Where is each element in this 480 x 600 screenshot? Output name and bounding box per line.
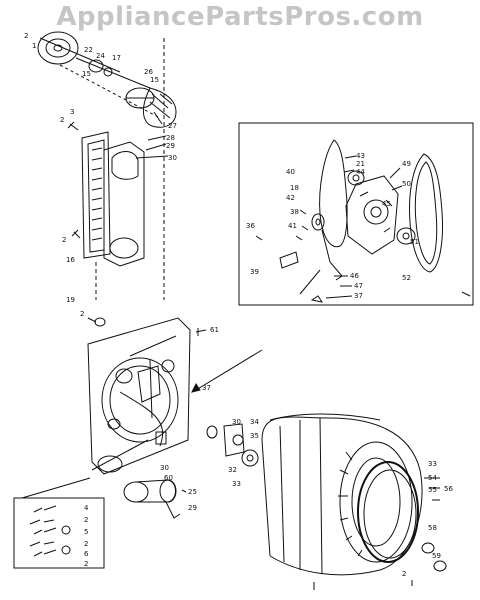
callout: 43 (356, 152, 365, 160)
screw-kit[interactable] (29, 505, 71, 557)
callout: 47 (354, 282, 363, 290)
wire (119, 391, 164, 447)
callout: 61 (210, 326, 219, 334)
arrow-line (195, 349, 263, 391)
callout: 2 (24, 32, 28, 40)
leader-line (59, 64, 161, 119)
leader-line (325, 295, 353, 299)
callout: 25 (188, 488, 197, 496)
leader-line (344, 155, 357, 159)
callout: 18 (290, 184, 299, 192)
callout: 58 (428, 524, 437, 532)
front-roller[interactable] (421, 542, 447, 572)
callout: 4 (84, 504, 89, 512)
callout: 36 (246, 222, 255, 230)
callout: 6 (84, 550, 89, 558)
callout: 21 (356, 160, 365, 168)
motor-inset-frame (238, 122, 474, 306)
callout: 15 (82, 70, 91, 78)
callout: 2 (84, 540, 88, 548)
leader-line (21, 477, 91, 499)
seal-ring[interactable] (94, 317, 106, 327)
callout: 33 (428, 460, 437, 468)
callout: 1 (32, 42, 36, 50)
callout: 28 (166, 134, 175, 142)
callout: 27 (168, 122, 177, 130)
pulley[interactable] (347, 170, 416, 245)
drive-belt[interactable] (409, 153, 443, 273)
leader-line (343, 169, 355, 173)
leader-line (91, 439, 149, 471)
callout: 39 (250, 268, 259, 276)
heater-can[interactable] (123, 479, 181, 519)
arrow-head (191, 383, 201, 393)
callout: 46 (350, 272, 359, 280)
leader-line (389, 167, 401, 179)
callout: 15 (150, 76, 159, 84)
callout: 3 (70, 108, 74, 116)
callout: 34 (250, 418, 259, 426)
callout: 42 (286, 194, 295, 202)
callout: 60 (164, 474, 173, 482)
callout: 24 (96, 52, 105, 60)
callout: 2 (402, 570, 406, 578)
callout: 2 (60, 116, 64, 124)
callout: 40 (286, 168, 295, 176)
dryer-drum[interactable] (261, 413, 423, 576)
callout: 44 (356, 168, 365, 176)
idler-arm[interactable] (255, 209, 343, 303)
callout: 2 (84, 560, 88, 568)
callout: 22 (84, 46, 93, 54)
callout: 5 (84, 528, 88, 536)
drive-motor[interactable] (345, 175, 399, 255)
blower-assembly[interactable] (37, 31, 177, 128)
callout: 29 (188, 504, 197, 512)
callout: 30 (168, 154, 177, 162)
leader-line (135, 155, 169, 159)
lint-filter-housing[interactable] (81, 131, 145, 267)
leader-line (147, 135, 167, 141)
screw-kit-frame (13, 497, 105, 569)
callout: 2 (62, 236, 66, 244)
callout: 2 (84, 516, 88, 524)
leader-line (181, 489, 187, 493)
callout: 35 (250, 432, 259, 440)
callout: 59 (432, 552, 441, 560)
callout: 55 (428, 486, 437, 494)
leader-line (391, 185, 403, 191)
callout: 26 (144, 68, 153, 76)
callout: 16 (66, 256, 75, 264)
callout: 45 (382, 200, 391, 208)
callout: 2 (80, 310, 84, 318)
callout: 38 (290, 208, 299, 216)
idler-belt[interactable] (319, 139, 348, 248)
callout: 17 (112, 54, 121, 62)
callout: 30 (160, 464, 169, 472)
callout: 52 (402, 274, 411, 282)
callout: 29 (166, 142, 175, 150)
callout: 30 (232, 418, 241, 426)
callout-labels: 2 1 22 24 17 15 26 15 27 2 3 28 29 30 2 … (24, 32, 453, 578)
callout: 19 (66, 296, 75, 304)
callout: 41 (288, 222, 297, 230)
callout: 37 (354, 292, 363, 300)
callout: 49 (402, 160, 411, 168)
bracket[interactable] (155, 431, 167, 445)
callout: 50 (402, 180, 411, 188)
callout: 37 (202, 384, 211, 392)
drum-rear-parts[interactable] (206, 423, 259, 467)
callout: 51 (410, 238, 419, 246)
edge-tick (461, 291, 471, 297)
drum-seal[interactable] (357, 461, 419, 563)
screw[interactable] (67, 121, 207, 336)
leader-line (145, 143, 167, 151)
callout: 32 (228, 466, 237, 474)
callout: 56 (444, 485, 453, 493)
callout: 33 (232, 480, 241, 488)
rear-bulkhead[interactable] (87, 317, 191, 475)
callout: 54 (428, 474, 437, 482)
